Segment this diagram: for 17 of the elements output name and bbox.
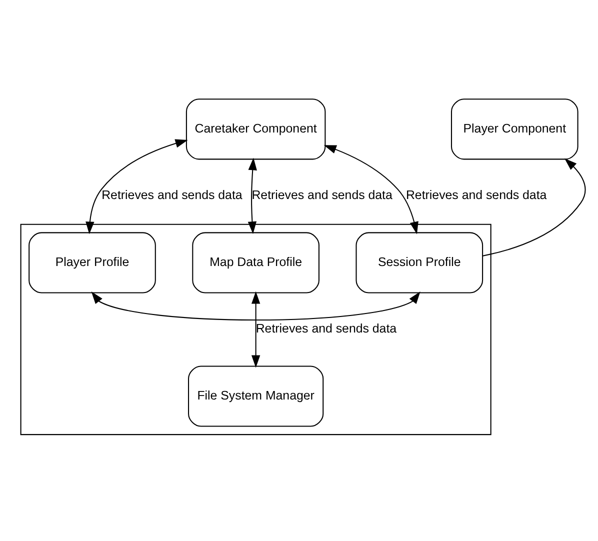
edge-label: Retrieves and sends data — [406, 188, 547, 202]
node-box: Player Profile — [28, 232, 156, 293]
cluster — [20, 223, 492, 435]
node-box: Caretaker Component — [186, 98, 326, 160]
node-box: Session Profile — [356, 232, 484, 293]
arrow — [482, 158, 586, 256]
arrow — [91, 291, 420, 320]
edge-label: Retrieves and sends data — [256, 321, 397, 336]
arrow — [251, 290, 260, 368]
arrow — [86, 138, 188, 234]
node-box: File System Manager — [188, 365, 324, 426]
node-box: Map Data Profile — [192, 232, 320, 293]
arrow — [248, 157, 257, 234]
node-box: Player Component — [450, 98, 578, 160]
edge-label: Retrieves and sends data — [102, 188, 242, 202]
edge-label: Retrieves and sends data — [252, 188, 392, 202]
arrow — [324, 144, 418, 234]
